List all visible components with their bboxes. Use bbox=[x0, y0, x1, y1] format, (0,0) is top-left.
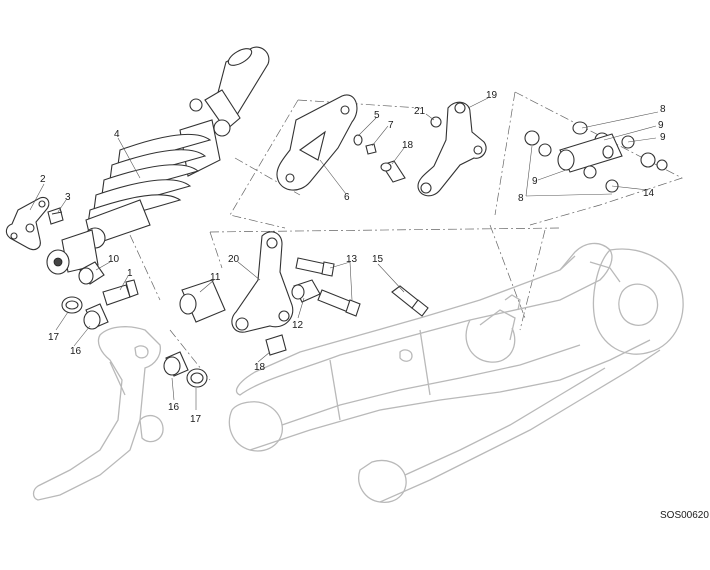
spacer-10 bbox=[78, 261, 105, 285]
leader-lines bbox=[29, 97, 659, 410]
callout-8-bottom: 8 bbox=[518, 193, 524, 204]
callout-6: 6 bbox=[344, 192, 350, 203]
spacer-12 bbox=[291, 279, 321, 303]
callout-3: 3 bbox=[65, 192, 71, 203]
callout-18-upper: 18 bbox=[402, 140, 414, 151]
bushing-16-mid bbox=[163, 351, 189, 377]
callout-labels: 2 3 4 10 1 17 16 16 17 11 20 18 12 13 15… bbox=[40, 90, 666, 425]
mounting-bracket-2 bbox=[5, 196, 50, 251]
bolt-3 bbox=[47, 207, 64, 225]
callout-1: 1 bbox=[127, 268, 133, 279]
callout-9-left: 9 bbox=[532, 176, 538, 187]
callout-10: 10 bbox=[108, 254, 120, 265]
callout-7: 7 bbox=[388, 120, 394, 131]
rocker-19 bbox=[417, 101, 487, 197]
lower-linkage-ghost bbox=[32, 326, 164, 501]
callout-14: 14 bbox=[643, 188, 655, 199]
callout-8-top: 8 bbox=[660, 104, 666, 115]
drawing-reference-code: SOS00620 bbox=[660, 510, 709, 521]
bolt-1 bbox=[102, 279, 139, 306]
washer-5 bbox=[353, 134, 363, 146]
shock-absorber bbox=[46, 46, 270, 275]
bushing-16-left bbox=[83, 303, 109, 330]
ring-17-mid bbox=[186, 368, 208, 388]
callout-18-lower: 18 bbox=[254, 362, 266, 373]
callout-2: 2 bbox=[40, 174, 46, 185]
bolt-18-lower bbox=[265, 334, 287, 356]
bolt-18-upper bbox=[380, 160, 406, 183]
callout-9-right: 9 bbox=[660, 132, 666, 143]
nut-21 bbox=[430, 116, 442, 128]
callout-13: 13 bbox=[346, 254, 358, 265]
callout-4: 4 bbox=[114, 129, 120, 140]
callout-5: 5 bbox=[374, 110, 380, 121]
callout-17-left: 17 bbox=[48, 332, 60, 343]
callout-12: 12 bbox=[292, 320, 304, 331]
callout-9-top: 9 bbox=[658, 120, 664, 131]
callout-15: 15 bbox=[372, 254, 384, 265]
link-20 bbox=[231, 231, 294, 333]
callout-20: 20 bbox=[228, 254, 240, 265]
callout-21: 21 bbox=[414, 106, 426, 117]
callout-17-mid: 17 bbox=[190, 414, 202, 425]
pin-11 bbox=[179, 279, 226, 323]
callout-16-left: 16 bbox=[70, 346, 82, 357]
swingarm-ghost bbox=[228, 242, 684, 503]
callout-16-mid: 16 bbox=[168, 402, 180, 413]
callout-19: 19 bbox=[486, 90, 498, 101]
bolt-13-a bbox=[295, 257, 335, 277]
callout-11: 11 bbox=[210, 272, 221, 283]
screw-7 bbox=[365, 143, 377, 155]
bolt-15 bbox=[391, 285, 429, 317]
bolt-13-b bbox=[317, 289, 361, 317]
bearing-cluster bbox=[524, 121, 668, 193]
plate-6 bbox=[276, 94, 358, 191]
ring-17-left bbox=[61, 296, 83, 314]
